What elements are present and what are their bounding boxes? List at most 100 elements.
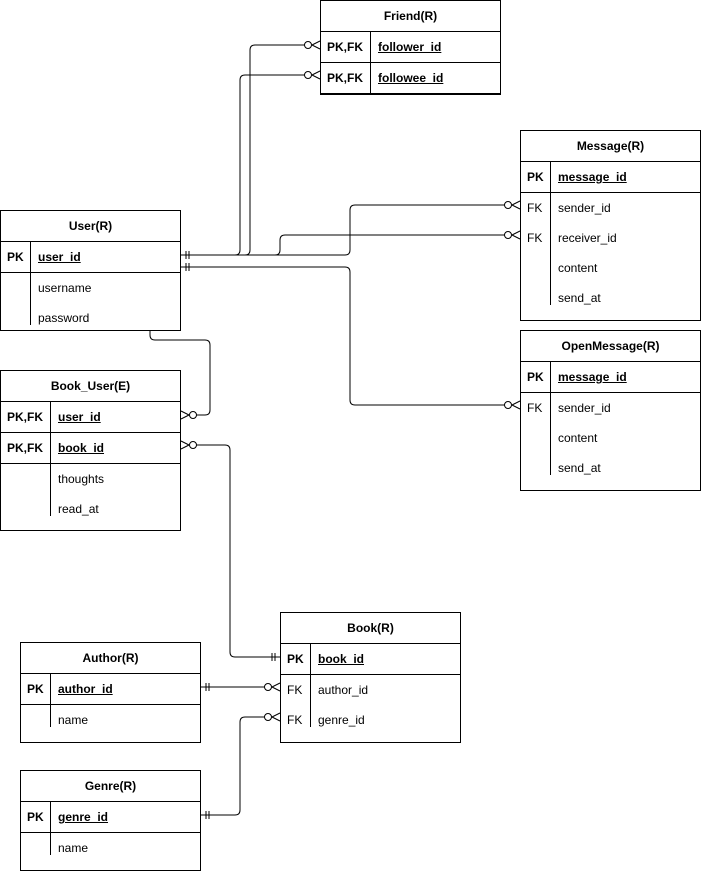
entity-book-user[interactable]: Book_User(E) PK,FK user_id PK,FK book_id… <box>0 370 181 531</box>
entity-row[interactable]: PK author_id <box>21 674 200 705</box>
link-user-receiver <box>181 234 505 256</box>
field-name: send_at <box>558 461 601 475</box>
key-label <box>521 253 551 283</box>
field-name: read_at <box>58 502 99 516</box>
key-label <box>1 464 51 494</box>
entity-friend[interactable]: Friend(R) PK,FK follower_id PK,FK follow… <box>320 0 501 95</box>
field-name: followee_id <box>378 71 444 85</box>
entity-row[interactable]: PK message_id <box>521 162 700 193</box>
key-label: PK,FK <box>321 32 371 62</box>
entity-title: User(R) <box>1 211 180 242</box>
entity-row[interactable]: PK,FK book_id <box>1 433 180 464</box>
key-label: PK <box>281 644 311 674</box>
crowfoot-icon <box>511 200 521 206</box>
key-label: FK <box>281 675 311 705</box>
zero-circle-icon <box>264 713 272 721</box>
zero-circle-icon <box>304 71 312 79</box>
key-label: PK,FK <box>321 63 371 93</box>
key-label: PK <box>21 674 51 704</box>
entity-row[interactable]: PK genre_id <box>21 802 200 833</box>
crowfoot-icon <box>311 44 321 50</box>
entity-user[interactable]: User(R) PK user_id username password <box>0 210 181 331</box>
zero-circle-icon <box>504 231 512 239</box>
entity-row[interactable]: username <box>1 273 180 303</box>
entity-row[interactable]: PK,FK user_id <box>1 402 180 433</box>
key-label: PK <box>1 242 31 272</box>
field-name: genre_id <box>318 713 365 727</box>
key-label: FK <box>521 193 551 223</box>
field-name: thoughts <box>58 472 105 486</box>
link-user-openmessage <box>181 266 505 406</box>
key-label: PK <box>21 802 51 832</box>
entity-row[interactable]: thoughts <box>1 464 180 494</box>
field-name: book_id <box>318 652 365 666</box>
entity-openmessage[interactable]: OpenMessage(R) PK message_id FK sender_i… <box>520 330 701 491</box>
entity-row[interactable]: content <box>521 253 700 283</box>
crowfoot-icon <box>511 404 521 410</box>
entity-row[interactable]: password <box>1 303 180 333</box>
entity-row[interactable]: content <box>521 423 700 453</box>
zero-circle-icon <box>189 411 197 419</box>
entity-row[interactable]: PK message_id <box>521 362 700 393</box>
key-label <box>521 283 551 305</box>
entity-message[interactable]: Message(R) PK message_id FK sender_id FK… <box>520 130 701 321</box>
entity-row[interactable]: PK,FK follower_id <box>321 32 500 63</box>
entity-row[interactable]: FK author_id <box>281 675 460 705</box>
key-label <box>521 423 551 453</box>
link-user-followee <box>181 74 305 256</box>
entity-row[interactable]: send_at <box>521 453 700 483</box>
key-label: FK <box>521 393 551 423</box>
zero-circle-icon <box>504 201 512 209</box>
crowfoot-icon <box>271 712 281 718</box>
field-name: name <box>58 713 89 727</box>
entity-row[interactable]: send_at <box>521 283 700 313</box>
field-name: book_id <box>58 441 105 455</box>
entity-row[interactable]: FK genre_id <box>281 705 460 735</box>
entity-author[interactable]: Author(R) PK author_id name <box>20 642 201 743</box>
entity-row[interactable]: name <box>21 833 200 863</box>
crowfoot-icon <box>311 74 321 80</box>
field-name: user_id <box>58 410 101 424</box>
field-name: content <box>558 431 598 445</box>
key-label: PK <box>521 162 551 192</box>
link-genre-book <box>201 716 265 816</box>
entity-book[interactable]: Book(R) PK book_id FK author_id FK genre… <box>280 612 461 743</box>
key-label: PK,FK <box>1 433 51 463</box>
link-book-bookuser <box>196 444 280 658</box>
field-name: name <box>58 841 89 855</box>
entity-row[interactable]: FK receiver_id <box>521 223 700 253</box>
crowfoot-icon <box>311 70 321 76</box>
entity-row[interactable]: read_at <box>1 494 180 524</box>
field-name: username <box>38 281 92 295</box>
zero-circle-icon <box>264 683 272 691</box>
entity-title: Friend(R) <box>321 1 500 32</box>
key-label <box>521 453 551 475</box>
crowfoot-icon <box>511 234 521 240</box>
entity-title: Author(R) <box>21 643 200 674</box>
crowfoot-icon <box>180 444 190 450</box>
crowfoot-icon <box>511 204 521 210</box>
field-name: send_at <box>558 291 601 305</box>
crowfoot-icon <box>311 40 321 46</box>
crowfoot-icon <box>271 686 281 692</box>
entity-row[interactable]: FK sender_id <box>521 193 700 223</box>
link-user-follower <box>181 44 305 256</box>
entity-title: OpenMessage(R) <box>521 331 700 362</box>
crowfoot-icon <box>271 716 281 722</box>
key-label <box>1 303 31 325</box>
entity-title: Book(R) <box>281 613 460 644</box>
key-label: PK <box>521 362 551 392</box>
crowfoot-icon <box>180 414 190 420</box>
key-label <box>1 273 31 303</box>
crowfoot-icon <box>511 400 521 406</box>
entity-row[interactable]: FK sender_id <box>521 393 700 423</box>
entity-row[interactable]: PK,FK followee_id <box>321 63 500 94</box>
entity-genre[interactable]: Genre(R) PK genre_id name <box>20 770 201 871</box>
entity-row[interactable]: PK user_id <box>1 242 180 273</box>
entity-row[interactable]: name <box>21 705 200 735</box>
entity-row[interactable]: PK book_id <box>281 644 460 675</box>
crowfoot-icon <box>511 230 521 236</box>
field-name: genre_id <box>58 810 109 824</box>
link-user-sender <box>181 204 505 256</box>
